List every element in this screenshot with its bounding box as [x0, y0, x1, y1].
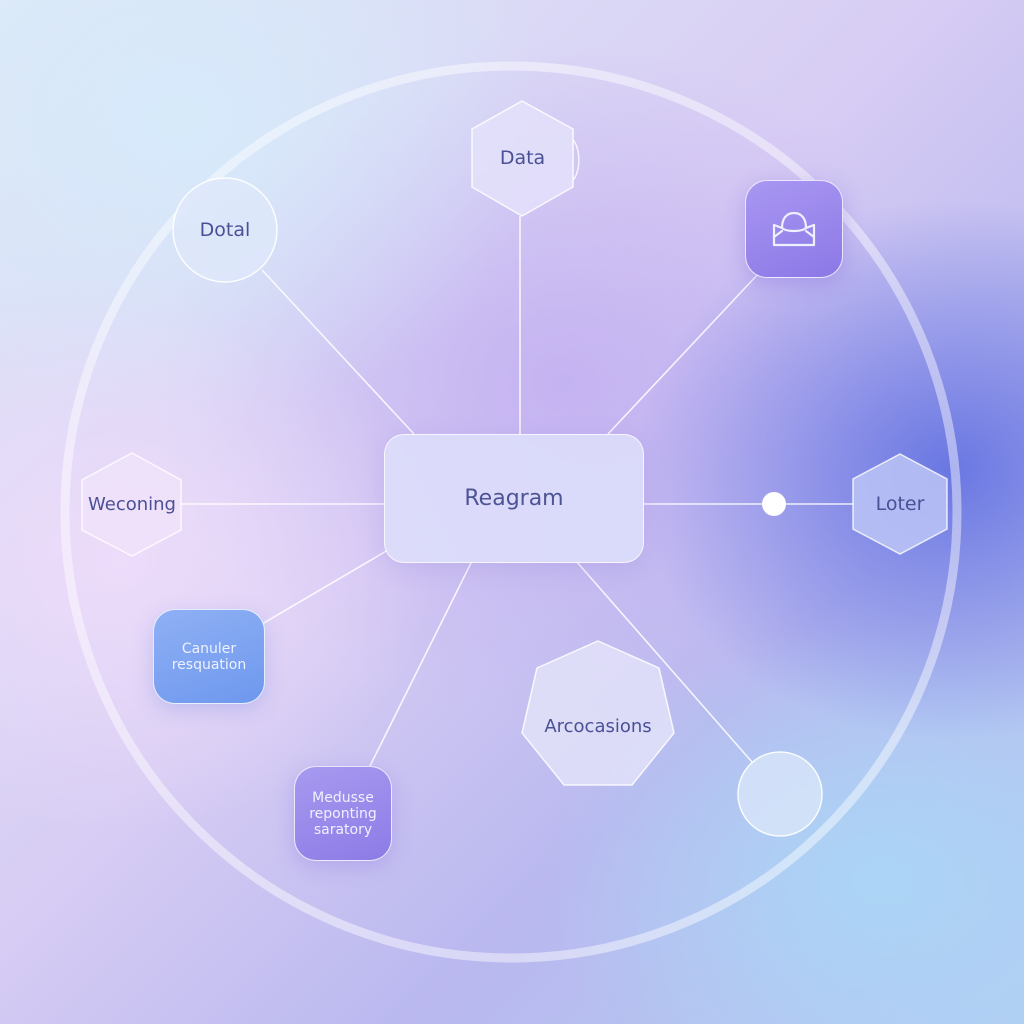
- connector-lower-left: [261, 549, 389, 625]
- connector-lower-right: [575, 560, 753, 763]
- node-arcocasions-heptagon[interactable]: [521, 640, 675, 786]
- connector-upper-left: [261, 269, 415, 435]
- node-data-label: Data: [499, 147, 546, 169]
- node-dotal-circle[interactable]: [172, 177, 278, 283]
- node-canuler-label: Canuler resquation: [171, 640, 247, 673]
- node-data-hexagon-edge: [572, 139, 580, 181]
- node-dotal-label: Dotal: [199, 219, 251, 241]
- hub-label: Reagram: [464, 486, 564, 511]
- hub-node[interactable]: Reagram: [384, 434, 644, 563]
- node-inbox-tile[interactable]: [745, 180, 843, 278]
- node-weconing-label: Weconing: [88, 493, 176, 515]
- junction-dot: [762, 492, 786, 516]
- connector-bottom: [369, 560, 473, 767]
- inbox-tray-icon: [772, 211, 816, 247]
- node-canuler-tile[interactable]: Canuler resquation: [153, 609, 265, 704]
- node-medusse-label: Medusse reponting saratory: [309, 789, 377, 838]
- connector-upper-right: [607, 271, 761, 435]
- node-weconing-hexagon[interactable]: [81, 452, 182, 557]
- node-loter-label: Loter: [875, 493, 925, 515]
- node-arcocasions-label: Arcocasions: [544, 715, 652, 737]
- node-data-hexagon[interactable]: [471, 100, 574, 217]
- node-medusse-tile[interactable]: Medusse reponting saratory: [294, 766, 392, 861]
- node-empty-circle[interactable]: [737, 751, 823, 837]
- outer-ring: [60, 61, 962, 963]
- node-loter-hexagon[interactable]: [852, 453, 948, 555]
